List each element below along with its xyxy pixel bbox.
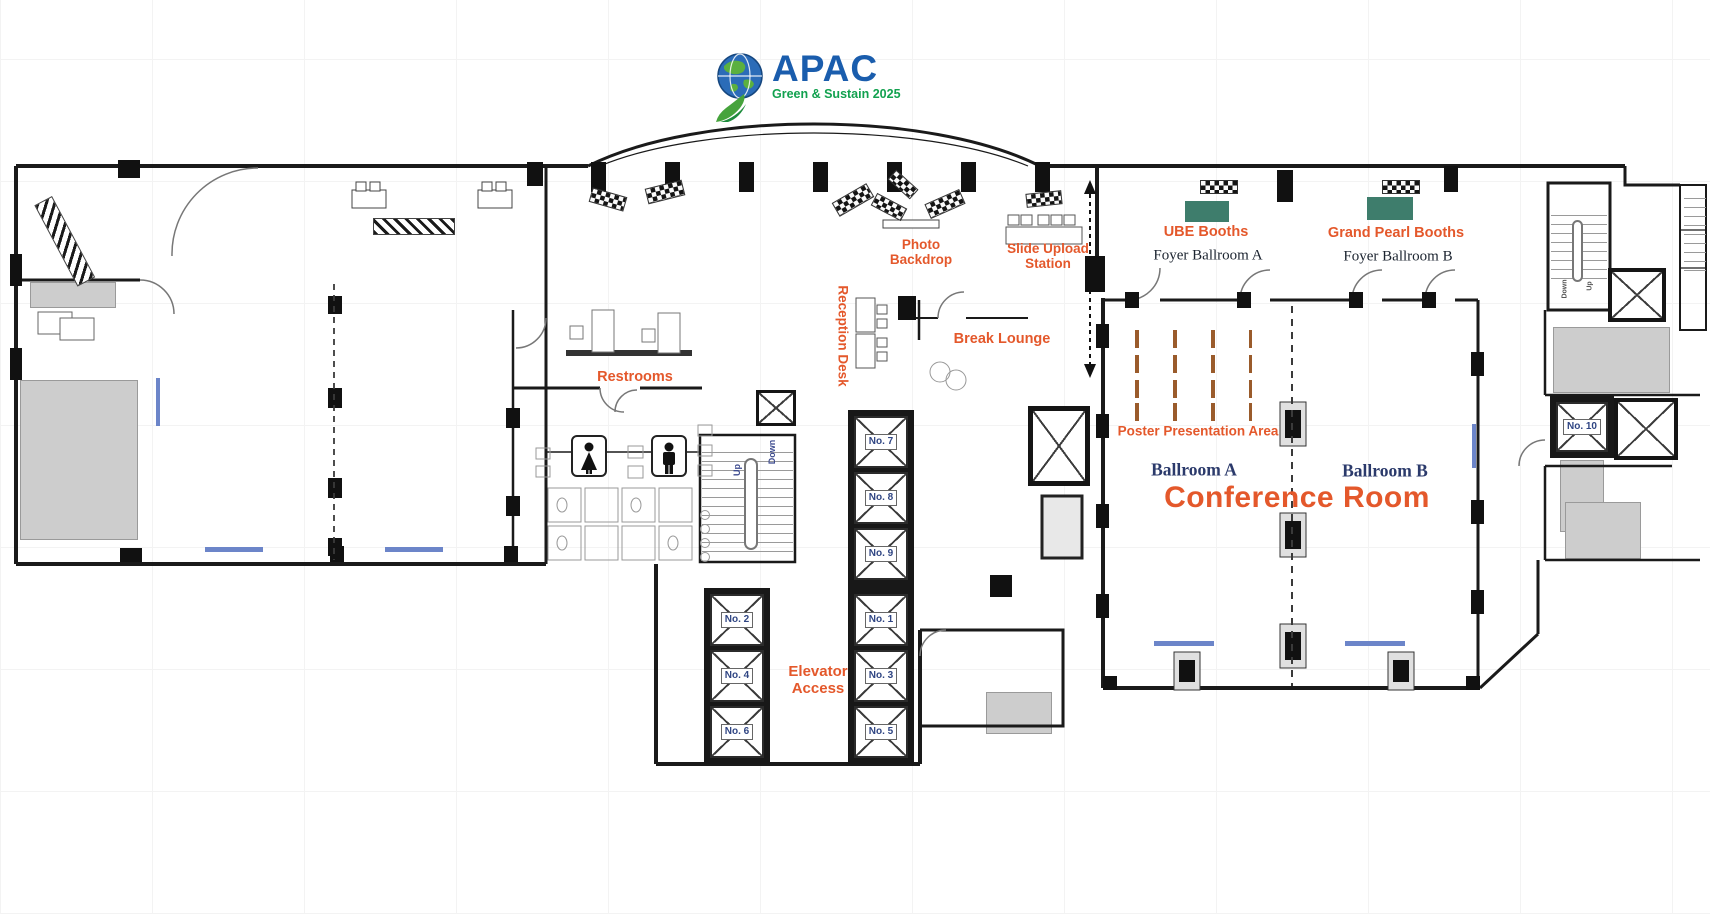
label-line: Photo [901,236,941,252]
label-core-stairs-up: Up [1586,281,1594,291]
label-elevator-access: Elevator Access [788,663,848,698]
logo-tagline-text: Green & Sustain 2025 [772,87,901,101]
label-break-lounge: Break Lounge [953,330,1051,347]
elevator-no-9: No. 9 [854,528,908,580]
poster-boards-row [1135,403,1252,421]
checker-decor [1200,180,1238,194]
flow-arrow-path [1084,180,1096,378]
event-logo: APAC Green & Sustain 2025 [710,50,901,124]
label-line: Access [791,680,845,697]
label-ballroom-a: Ballroom A [1151,459,1237,480]
fancy-columns [1173,401,1415,691]
slide-station-furniture [1005,214,1083,245]
elevator-no-3: No. 3 [854,650,908,702]
checker-decor [1382,180,1420,194]
label-reception-desk: Reception Desk [835,285,851,387]
label-photo-backdrop: Photo Backdrop [890,237,952,267]
freight-elevator [1040,494,1084,560]
elevator-label: No. 3 [864,668,898,684]
hatched-bar [373,218,455,235]
photo-backdrop-stand [882,219,940,229]
elevator-label: No. 2 [720,612,754,628]
elevator-no-6: No. 6 [710,706,764,758]
shaft-x-box [756,390,796,426]
stairs-core-rail [1572,220,1583,282]
elevator-no-1: No. 1 [854,594,908,646]
gray-block [30,282,116,308]
restroom-counter [566,309,692,356]
elevator-label: No. 10 [1562,419,1601,435]
gray-block [1553,327,1670,393]
restroom-stalls [535,424,713,562]
elevator-no-4: No. 4 [710,650,764,702]
grand-pearl-booth-marker [1367,197,1413,220]
poster-boards-row [1135,355,1252,373]
walls [14,122,1707,766]
stairs-main-rail [744,458,758,550]
label-line: Station [1025,256,1071,271]
label-foyer-ballroom-a: Foyer Ballroom A [1153,247,1263,264]
female-restroom-icon [571,435,607,477]
elevator-label: No. 8 [864,490,898,506]
label-ube-booths: UBE Booths [1163,223,1249,240]
label-restrooms: Restrooms [597,368,673,385]
window-mark [205,547,263,552]
window-mark [1154,641,1214,646]
elevator-label: No. 6 [720,724,754,740]
rt-fixtures [351,181,513,209]
left-wing-desk [37,311,95,341]
window-mark [156,378,160,426]
label-poster-presentation-area: Poster Presentation Area [1117,423,1279,439]
label-core-stairs-down: Down [1561,279,1569,299]
elevator-no-5: No. 5 [854,706,908,758]
break-lounge-seats [929,361,967,391]
elevator-no-10: No. 10 [1556,402,1608,452]
elevator-bank-wall [848,410,914,764]
shaft-x-box [1614,398,1678,460]
elevator-no-8: No. 8 [854,472,908,524]
label-stairs-up: Up [732,464,742,476]
shaft-x-box [1028,406,1090,486]
window-mark [1345,641,1405,646]
label-grand-pearl-booths: Grand Pearl Booths [1327,224,1465,241]
label-stairs-down: Down [767,439,777,465]
label-slide-upload-station: Slide Upload Station [1007,241,1089,271]
male-restroom-icon [651,435,687,477]
elevator-no-2: No. 2 [710,594,764,646]
window-mark [1472,424,1476,468]
gray-block [1565,502,1641,559]
label-conference-room: Conference Room [1164,481,1430,515]
label-line: Slide Upload [1007,240,1089,256]
globe-leaf-icon [716,53,763,122]
ube-booth-marker [1185,201,1229,222]
elevator-label: No. 5 [864,724,898,740]
poster-boards-row [1135,330,1252,348]
elevator-label: No. 9 [864,546,898,562]
elevator-label: No. 1 [864,612,898,628]
elevator-no-7: No. 7 [854,416,908,468]
label-line: Backdrop [889,252,953,267]
dashed-dividers [333,284,1293,686]
label-line: Elevator [788,663,848,681]
shaft-x-box [1608,268,1666,322]
stairs-mini [1684,198,1706,272]
elevator-label: No. 7 [864,434,898,450]
logo-brand-text: APAC [772,48,879,89]
gray-block [20,380,138,540]
label-foyer-ballroom-b: Foyer Ballroom B [1343,248,1453,265]
elevator-label: No. 4 [720,668,754,684]
reception-desk-furniture [855,297,888,369]
label-ballroom-b: Ballroom B [1342,460,1428,481]
poster-boards-row [1135,380,1252,398]
window-mark [385,547,443,552]
